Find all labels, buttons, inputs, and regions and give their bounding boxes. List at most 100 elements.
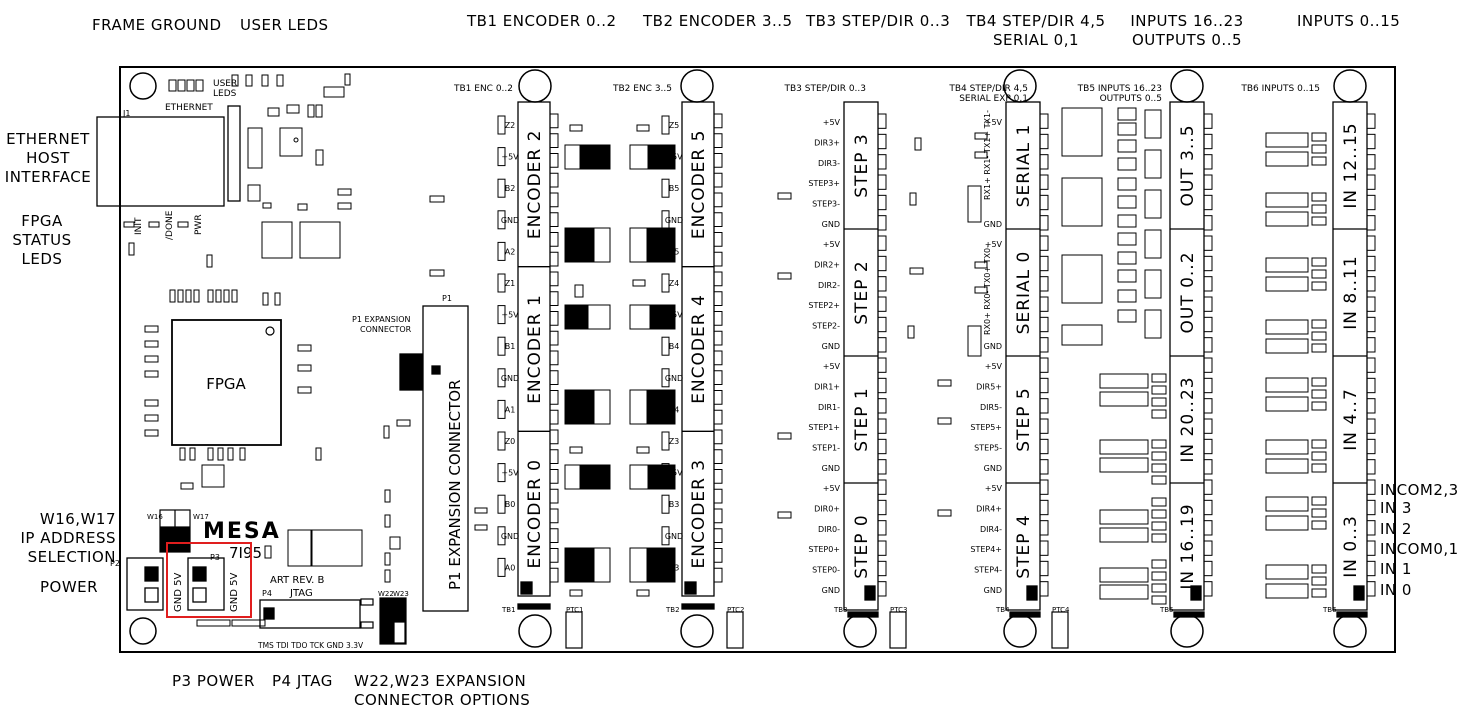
pin-label: STEP5+: [970, 423, 1002, 432]
terminal-pin: [713, 212, 723, 227]
terminal-pin: [1039, 357, 1049, 373]
terminal-pin: [1039, 276, 1049, 292]
expansion-jumpers: W22 W23: [360, 590, 409, 645]
terminal-pin: [1203, 255, 1213, 272]
pin-label: DIR2+: [814, 261, 840, 270]
pin-label: Z1: [505, 279, 516, 288]
svg-text:W22: W22: [378, 590, 394, 598]
resistor: [497, 463, 506, 483]
resistor: [497, 147, 506, 167]
ptc-label: PTC3: [890, 606, 907, 614]
terminal-group-label: STEP 4: [1014, 514, 1034, 578]
svg-text:P3: P3: [210, 553, 220, 562]
pin-label: B1: [505, 342, 516, 351]
resistor: [497, 368, 506, 388]
pin-label: GND: [984, 220, 1002, 229]
resistor: [661, 494, 670, 514]
terminal-pin: [713, 232, 723, 247]
pin-label: DIR5-: [980, 403, 1002, 412]
terminal-pin: [549, 390, 559, 405]
terminal-pin: [713, 508, 723, 524]
terminal-pin: [549, 113, 559, 129]
tb3-label: TB3 STEP/DIR 0..3: [806, 12, 951, 30]
svg-text:GND 5V: GND 5V: [173, 573, 184, 612]
terminal-group-label: OUT 3..5: [1178, 124, 1198, 206]
terminal-pin: [1203, 438, 1213, 455]
terminal-pin: [1366, 235, 1376, 251]
svg-text:PWR: PWR: [194, 214, 204, 235]
terminal-pin: [1203, 398, 1213, 414]
terminal-pin: [1039, 154, 1049, 170]
terminal-pin: [1203, 113, 1213, 129]
terminal-pin: [877, 479, 887, 495]
block-header: TB2 ENC 3..5: [612, 84, 672, 94]
terminal-pin: [1039, 540, 1049, 556]
pin-label: DIR1-: [818, 403, 840, 412]
terminal-group-label: STEP 2: [852, 260, 872, 324]
pin-label: DIR3+: [814, 139, 840, 148]
terminal-pin: [877, 194, 887, 211]
resistor: [497, 305, 506, 325]
svg-text:/DONE: /DONE: [165, 210, 175, 240]
terminal-pin: [549, 409, 559, 425]
terminal-pin: [1366, 154, 1376, 170]
terminal-pin: [549, 251, 559, 267]
terminal-pin: [1366, 499, 1376, 516]
pin-label: STEP3+: [808, 179, 840, 188]
frame-ground-label: FRAME GROUND: [92, 16, 222, 34]
terminal-pin: [549, 488, 559, 504]
terminal-pin: [1039, 337, 1049, 353]
terminal-pin: [549, 133, 559, 148]
resistor: [661, 336, 670, 356]
pin-label: DIR0+: [814, 505, 840, 514]
io-components: [1061, 107, 1167, 605]
board-art-rev: ART REV. B: [270, 575, 325, 586]
terminal-pin: [549, 311, 559, 326]
terminal-pin: [1039, 316, 1049, 333]
terminal-pin: [549, 192, 559, 208]
terminal-pin: [1039, 113, 1049, 129]
terminal-pin: [877, 398, 887, 414]
terminal-pin: [1039, 459, 1049, 475]
terminal-pin: [1039, 520, 1049, 536]
svg-text:P1 EXPANSION: P1 EXPANSION: [352, 315, 410, 324]
terminal-pin: [1203, 316, 1213, 333]
block-header: TB5 INPUTS 16..23: [1077, 84, 1162, 94]
resistor: [497, 557, 506, 577]
encoder-group-label: ENCODER 0: [525, 459, 545, 569]
terminal-pin: [1366, 398, 1376, 414]
terminal-pin: [1366, 357, 1376, 373]
tb1-label: TB1 ENCODER 0..2: [467, 12, 617, 30]
pin-label: STEP1+: [808, 423, 840, 432]
terminal-pin: [1039, 398, 1049, 414]
pin-label: +5V: [501, 153, 519, 162]
terminal-pin: [1039, 296, 1049, 312]
terminal-pin: [713, 271, 723, 287]
ptc-fuses: [565, 611, 1069, 649]
pin-label: GND: [822, 464, 840, 473]
incom01-label: INCOM0,1: [1380, 540, 1459, 558]
pin-label: GND: [822, 220, 840, 229]
ethernet-phy-ics: [247, 86, 352, 211]
pin-label: GND: [984, 342, 1002, 351]
terminal-pin: [549, 350, 559, 366]
in0-label: IN 0: [1380, 581, 1412, 599]
terminal-pin: [1039, 194, 1049, 211]
jtag-pin-labels: TMS TDI TDO TCK GND 3.3V: [257, 641, 364, 650]
svg-text:MESA: MESA: [203, 519, 281, 544]
pin-label: GND: [822, 586, 840, 595]
ethernet-host-interface-label: ETHERNET HOST INTERFACE: [4, 130, 92, 186]
board-outline: [119, 66, 1396, 653]
block-id: TB6: [1322, 606, 1337, 614]
resistor: [661, 368, 670, 388]
pin-label: B5: [669, 184, 680, 193]
terminal-pin: [1039, 438, 1049, 455]
svg-text:7I95: 7I95: [229, 544, 262, 562]
svg-text:INIT: INIT: [134, 217, 144, 235]
pin-label: STEP0+: [808, 545, 840, 554]
block-id: TB1: [501, 606, 516, 614]
